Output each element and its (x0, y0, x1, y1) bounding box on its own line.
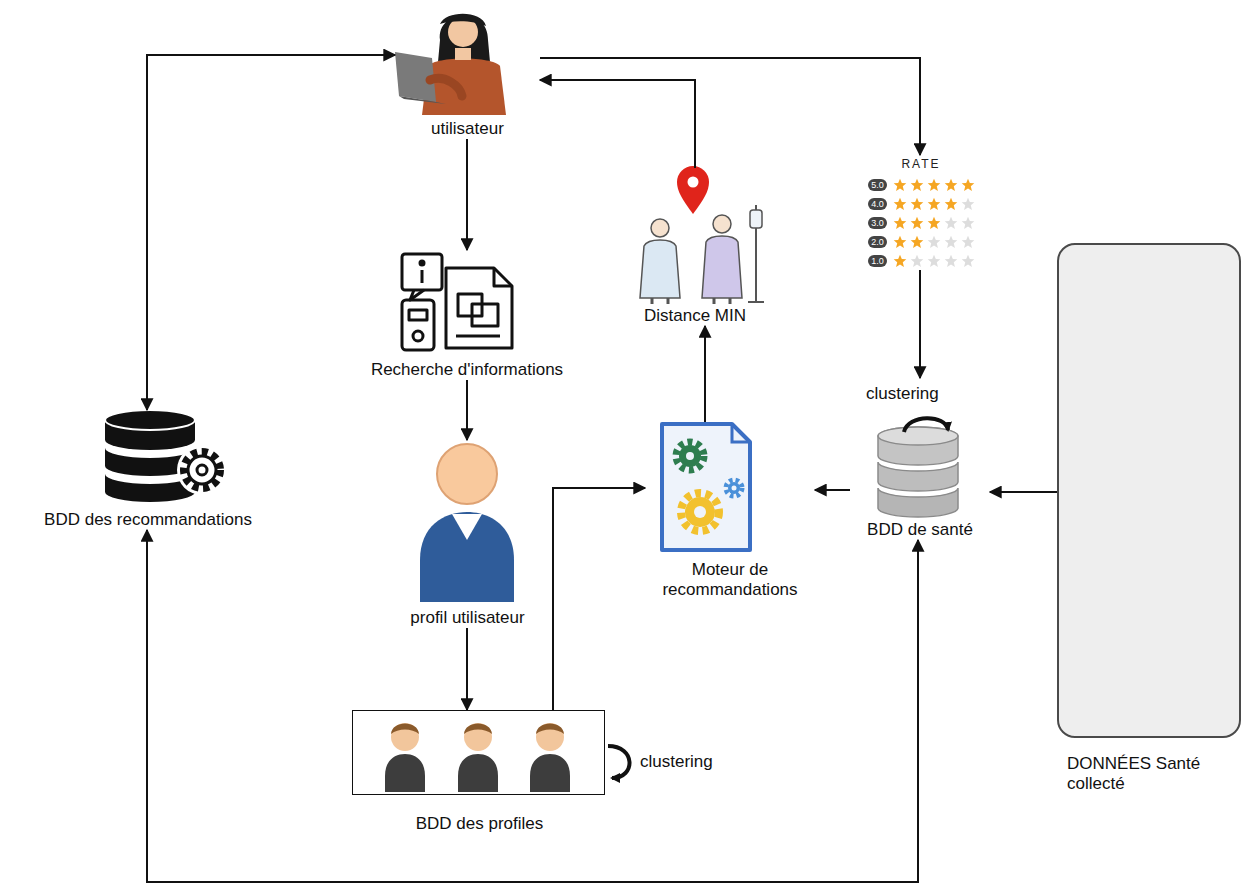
connector-arrow (540, 58, 920, 155)
engine-node: Moteur de recommandations (645, 422, 815, 600)
connector-arrow (553, 488, 645, 710)
doctor-pin-icon (640, 166, 764, 304)
profile-node: profil utilisateur (395, 440, 540, 628)
rating-value: 5.0 (868, 179, 887, 191)
node-label: BDD des recommandations (8, 510, 288, 530)
connector-arrow (466, 628, 468, 710)
database-icon (105, 410, 227, 502)
connector-arrow (990, 491, 1057, 493)
rating-stars (894, 179, 975, 267)
node-label: BDD de santé (850, 520, 990, 540)
engine-icon (662, 424, 750, 550)
rating-node: RATE 5.0 4.0 3.0 2.0 1.0 (862, 155, 980, 270)
rating-value: 4.0 (868, 198, 887, 210)
connector-arrow (919, 270, 921, 378)
data-panel: DONNÉES Santé collecté (1057, 243, 1241, 738)
search-icon (402, 254, 512, 350)
cylinder-icon (878, 418, 958, 517)
connector-arrow (147, 55, 395, 410)
connector-arrow (815, 489, 850, 491)
database-node: BDD des recommandations (8, 410, 288, 530)
connector-arrow (704, 326, 706, 422)
connector-arrow (147, 530, 918, 882)
connector-arrow (466, 380, 468, 440)
rating-value: 1.0 (868, 255, 887, 267)
search-node: Recherche d'informations (357, 250, 577, 380)
cluster-label: clustering (640, 752, 713, 772)
node-label: profil utilisateur (395, 608, 540, 628)
node-label: Recherche d'informations (357, 360, 577, 380)
node-label: Moteur de recommandations (645, 560, 815, 600)
node-label: Distance MIN (620, 306, 770, 326)
profiles-icon (385, 723, 630, 792)
cluster-label: clustering (866, 384, 939, 404)
distance-node: Distance MIN (620, 168, 770, 326)
rating-title: RATE (862, 157, 980, 171)
rating-value: 3.0 (868, 217, 887, 229)
node-label: utilisateur (395, 119, 540, 139)
profiles-box: BDD des profiles (352, 710, 605, 795)
connector-arrow (466, 139, 468, 250)
user-icon (395, 14, 506, 115)
user-node: utilisateur (395, 5, 540, 139)
connector-arrow (540, 80, 695, 168)
node-label: BDD des profiles (353, 814, 606, 834)
profile-icon (420, 444, 514, 602)
rating-value: 2.0 (868, 236, 887, 248)
node-label: DONNÉES Santé collecté (1067, 754, 1243, 794)
